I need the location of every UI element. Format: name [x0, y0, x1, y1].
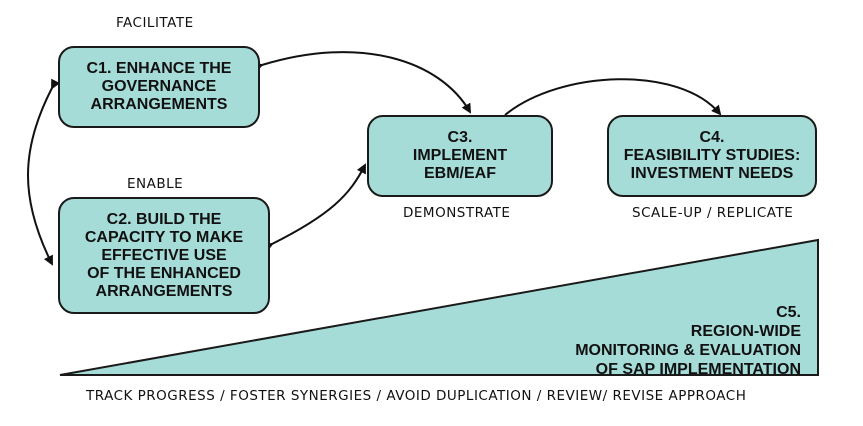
- c5-line-4: OF SAP IMPLEMENTATION: [595, 361, 801, 378]
- c2-line-5: ARRANGEMENTS: [95, 282, 233, 300]
- c5-line-3: MONITORING & EVALUATION: [575, 342, 801, 359]
- arrow-c2-c3: [262, 163, 366, 253]
- c3-line-2: IMPLEMENT: [412, 147, 508, 164]
- box-c3-implement: C3. IMPLEMENT EBM/EAF: [367, 115, 553, 197]
- c2-line-1: C2. BUILD THE: [106, 210, 222, 228]
- arrow-c1-c3: [252, 51, 472, 114]
- c2-line-3: EFFECTIVE USE: [101, 246, 227, 264]
- c4-line-1: C4.: [699, 129, 725, 146]
- c1-line-3: ARRANGEMENTS: [90, 96, 228, 113]
- box-c4-feasibility: C4. FEASIBILITY STUDIES: INVESTMENT NEED…: [607, 115, 817, 197]
- box-c2-capacity: C2. BUILD THE CAPACITY TO MAKE EFFECTIVE…: [58, 197, 270, 314]
- caption-enable: ENABLE: [127, 176, 184, 192]
- caption-bottom: TRACK PROGRESS / FOSTER SYNERGIES / AVOI…: [86, 388, 747, 404]
- c2-line-4: OF THE ENHANCED: [87, 264, 241, 282]
- c3-line-3: EBM/EAF: [424, 165, 496, 182]
- box-c1-governance: C1. ENHANCE THE GOVERNANCE ARRANGEMENTS: [58, 46, 260, 128]
- c5-line-2: REGION-WIDE: [690, 323, 801, 340]
- caption-scale-up: SCALE-UP / REPLICATE: [632, 205, 794, 221]
- arrow-c3-c4: [504, 78, 722, 116]
- c5-wedge: [59, 238, 819, 376]
- caption-facilitate: FACILITATE: [116, 15, 194, 31]
- c1-line-2: GOVERNANCE: [101, 78, 217, 95]
- c2-line-2: CAPACITY TO MAKE: [84, 228, 244, 246]
- c3-line-1: C3.: [447, 129, 473, 146]
- c4-line-2: FEASIBILITY STUDIES:: [623, 147, 801, 164]
- c5-line-1: C5.: [776, 304, 801, 321]
- arrow-c1-c2: [27, 78, 61, 266]
- c4-line-3: INVESTMENT NEEDS: [630, 165, 794, 182]
- c1-line-1: C1. ENHANCE THE: [86, 60, 232, 77]
- c5-monitoring-label: C5. REGION-WIDE MONITORING & EVALUATION …: [575, 303, 801, 379]
- caption-demonstrate: DEMONSTRATE: [403, 205, 511, 221]
